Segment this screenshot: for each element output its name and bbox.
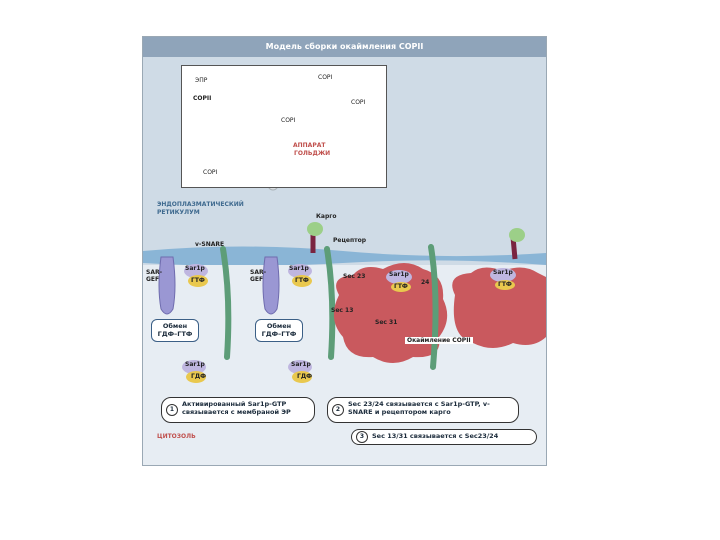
inset-copi-label-3: COPI — [281, 117, 295, 124]
sar-gef-2 — [263, 257, 279, 314]
gdp-free-label-1: ГДФ — [191, 373, 206, 380]
gtp-label-1: ГТФ — [191, 277, 205, 284]
golgi-label-2: ГОЛЬДЖИ — [294, 150, 330, 157]
step-3: 3 Sec 13/31 связывается с Sec23/24 — [351, 429, 537, 445]
step-2: 2 Sec 23/24 связывается с Sar1p-GTP, v-S… — [327, 397, 519, 423]
sec31-label: Sec 31 — [375, 319, 397, 326]
sar1p-free-label-2: Sar1p — [291, 361, 311, 368]
cargo-1 — [307, 222, 323, 236]
cargo-label: Карго — [316, 213, 337, 220]
step-1: 1 Активированный Sar1p-GTP связывается с… — [161, 397, 315, 423]
inset-copi-label-1: COPI — [318, 74, 332, 81]
er-membrane — [143, 247, 546, 267]
sar-gef-label-1: SAR- GEF — [146, 269, 162, 283]
v-snare-label: v-SNARE — [195, 241, 224, 248]
inset-er-label: ЭПР — [195, 77, 207, 84]
receptor-label: Рецептор — [333, 237, 366, 244]
exchange-box-1: Обмен ГДФ–ГТФ — [151, 319, 199, 342]
step-1-text: Активированный Sar1p-GTP связывается с м… — [182, 400, 291, 416]
inset-copi-label-4: COPI — [203, 169, 217, 176]
golgi-label-1: АППАРАТ — [293, 142, 325, 149]
exchange-1-line2: ГДФ–ГТФ — [155, 330, 195, 338]
step-2-number: 2 — [332, 404, 344, 416]
exchange-1-line1: Обмен — [155, 322, 195, 330]
coat-label: Окаймление COPII — [405, 337, 473, 344]
gdp-free-label-2: ГДФ — [297, 373, 312, 380]
step-1-number: 1 — [166, 404, 178, 416]
sar1p-label-1: Sar1p — [185, 265, 205, 272]
cargo-2 — [509, 228, 525, 242]
sar1p-label-2: Sar1p — [289, 265, 309, 272]
exchange-box-2: Обмен ГДФ–ГТФ — [255, 319, 303, 342]
sar1p-coat2-label: Sar1p — [493, 269, 513, 276]
sar1p-coat-label: Sar1p — [389, 271, 409, 278]
er-label-2: РЕТИКУЛУМ — [157, 209, 200, 216]
gtp-coat2-label: ГТФ — [498, 281, 512, 288]
exchange-2-line1: Обмен — [259, 322, 299, 330]
sar-gef-label-2: SAR- GEF — [250, 269, 266, 283]
sec24-label: 24 — [421, 279, 429, 286]
copii-figure: Модель сборки окаймления COPII — [142, 36, 547, 466]
exchange-2-line2: ГДФ–ГТФ — [259, 330, 299, 338]
step-3-text: Sec 13/31 связывается с Sec23/24 — [372, 432, 498, 440]
sec13-label: Sec 13 — [331, 307, 353, 314]
inset-copii-label: COPII — [193, 95, 211, 102]
cytosol-label: ЦИТОЗОЛЬ — [157, 433, 196, 440]
er-label-1: ЭНДОПЛАЗМАТИЧЕСКИЙ — [157, 201, 244, 208]
gtp-coat-label: ГТФ — [394, 283, 408, 290]
sar-gef-1 — [159, 257, 175, 314]
sec23-label: Sec 23 — [343, 273, 365, 280]
step-2-text: Sec 23/24 связывается с Sar1p-GTP, v-SNA… — [348, 400, 490, 416]
sar1p-free-label-1: Sar1p — [185, 361, 205, 368]
inset-copi-label-2: COPI — [351, 99, 365, 106]
gtp-label-2: ГТФ — [295, 277, 309, 284]
step-3-number: 3 — [356, 431, 368, 443]
